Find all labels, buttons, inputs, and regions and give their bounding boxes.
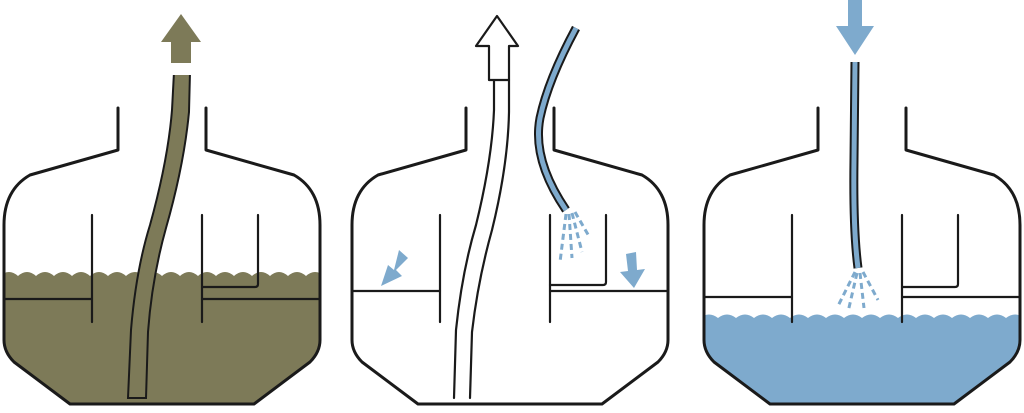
tank-2: [350, 14, 670, 406]
flow-arrow-left-icon: [381, 250, 408, 286]
tank-2-outline: [350, 106, 670, 406]
spray-jets: [558, 211, 592, 263]
tank-3-outline: [702, 106, 1022, 406]
tank-3: [702, 0, 1022, 406]
water-fill: [704, 314, 1020, 404]
spray-jets: [836, 271, 880, 313]
tank-1-outline: [2, 106, 322, 406]
spray-hose: [533, 25, 580, 213]
down-arrow-icon: [836, 0, 874, 55]
up-arrow-icon: [474, 14, 520, 82]
tank-1: [2, 14, 322, 406]
sludge-fill: [4, 272, 320, 404]
flow-arrow-right-icon: [620, 252, 645, 288]
up-arrow-icon: [161, 14, 201, 63]
rinse-outlet-pipe: [452, 78, 496, 400]
